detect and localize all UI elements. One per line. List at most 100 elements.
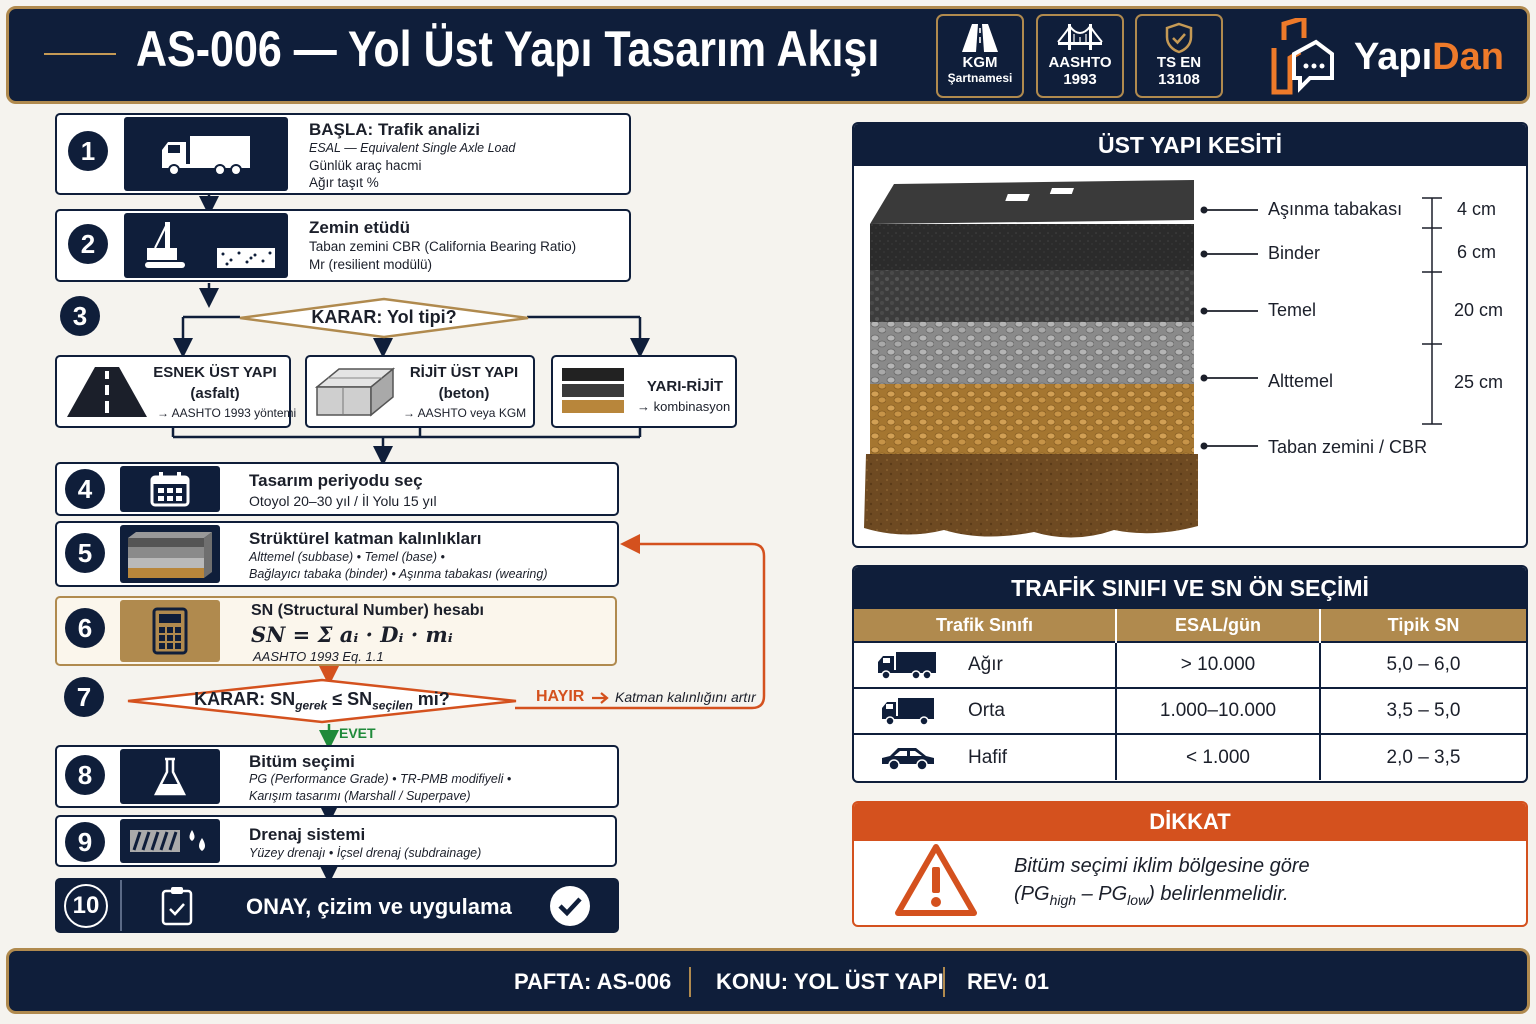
aashto-badge-line1: AASHTO [1048,54,1112,71]
column-header: ESAL/gün [1116,609,1321,642]
table-row: Hafif < 1.000 2,0 – 3,5 [854,733,1526,780]
step-3-number: 3 [60,296,100,336]
brand-logo: YapıDan [1268,18,1518,96]
brand-name-part2: Dan [1432,36,1504,78]
calculator-icon-box [120,600,220,662]
step-4-line-1: Otoyol 20–30 yıl / İl Yolu 15 yıl [249,493,437,509]
step-7-decision-text: KARAR: SNgerek ≤ SNseçilen mi? [126,689,518,713]
table-row: Orta 1.000–10.000 3,5 – 5,0 [854,687,1526,734]
step-1-line-1: ESAL — Equivalent Single Axle Load [309,141,516,155]
step-6-number: 6 [65,608,105,648]
layer-label-subbase: Alttemel [1268,371,1334,391]
check-circle-icon [550,886,590,926]
flask-icon [153,757,187,795]
step-5-number: 5 [65,533,105,573]
calendar-icon-box [120,466,220,512]
footer-separator [689,967,691,997]
footer-topic: KONU: YOL ÜST YAPI [716,969,944,994]
traffic-class-cell: Ağır [854,641,1117,688]
step-5-title: Strüktürel katman kalınlıkları [249,529,482,548]
traffic-class-cell: Hafif [854,733,1117,780]
truck-icon [162,136,250,176]
table-header-row: Trafik Sınıfı ESAL/gün Tipik SN [854,609,1526,642]
step-9-title: Drenaj sistemi [249,825,366,844]
traffic-class-label: Orta [968,700,1005,721]
truck-icon-box [124,117,288,191]
kgm-badge-line1: KGM [962,54,998,71]
section-panel-title: ÜST YAPI KESİTİ [854,124,1526,166]
kgm-badge: KGM Şartnamesi [936,14,1024,98]
drainage-icon-box [120,819,220,863]
flow-connectors [171,195,766,884]
drain-grate-icon [130,830,205,852]
step-7-number: 7 [64,677,104,717]
yes-label: EVET [339,725,376,741]
layered-pavement-icon [562,368,624,413]
layer-label-wearing: Aşınma tabakası [1268,199,1403,219]
drilling-rig-icon-box [124,213,288,278]
layer-label-subgrade: Taban zemini / CBR [1268,437,1428,457]
flexible-title-2: (asfalt) [190,385,240,402]
shield-check-icon [1165,22,1193,54]
calculator-icon [152,607,188,655]
car-icon [882,747,934,771]
step-10-approval [55,878,619,933]
sn-formula: SN = Σ aᵢ · Dᵢ · mᵢ [251,622,453,647]
esal-cell: < 1.000 [1116,733,1321,780]
traffic-class-table: Trafik Sınıfı ESAL/gün Tipik SN Ağır > 1… [854,609,1526,780]
semi-rigid-method: → kombinasyon [637,399,731,414]
esal-cell: > 10.000 [1116,641,1321,688]
table-row: Ağır > 10.000 5,0 – 6,0 [854,641,1526,688]
step-2-number: 2 [68,224,108,264]
step-8-line-1: PG (Performance Grade) • TR-PMB modifiye… [249,772,512,786]
thickness-base: 20 cm [1454,300,1504,320]
thickness-wearing: 4 cm [1457,199,1497,219]
road-icon [962,24,998,52]
decision-road-type-diamond [239,297,529,339]
warning-line-2: (PGhigh – PGlow) belirlenmelidir. [1014,883,1289,908]
pavement-cross-section-illustration [864,180,1442,538]
heavy-truck-icon [878,652,936,680]
clipboard-check-icon [161,887,193,926]
warning-line-1: Bitüm seçimi iklim bölgesine göre [1014,855,1310,877]
bridge-icon [1057,24,1103,50]
step-2-title: Zemin etüdü [309,218,411,237]
rigid-method: → AASHTO veya KGM [403,406,527,420]
no-label: HAYIR [536,688,585,705]
step-1-number: 1 [68,131,108,171]
step-3-title: KARAR: Yol tipi? [311,307,457,327]
step-9-line-1: Yüzey drenajı • İçsel drenaj (subdrainag… [249,846,482,860]
column-header: Trafik Sınıfı [854,609,1117,642]
warning-line-2-post: ) belirlenmelidir. [1148,883,1289,905]
warning-sub-low: low [1127,892,1149,908]
step-5-line-2: Bağlayıcı tabaka (binder) • Aşınma tabak… [249,567,548,581]
asphalt-road-icon [67,367,147,417]
calendar-icon [150,472,190,507]
sn-cell: 5,0 – 6,0 [1320,641,1526,688]
flask-icon-box [120,749,220,804]
tsen-badge-line2: 13108 [1158,71,1200,88]
step-4-title: Tasarım periyodu seç [249,471,423,490]
step-6-title: SN (Structural Number) hesabı [251,602,484,619]
sn-cell: 3,5 – 5,0 [1320,687,1526,734]
step-2-line-2: Mr (resilient modülü) [309,257,433,272]
step-7-text-2: ≤ SN [327,689,373,709]
step-1-line-3: Ağır taşıt % [309,175,379,190]
warning-line-2-mid: – PG [1076,883,1128,905]
traffic-class-cell: Orta [854,687,1117,734]
thickness-binder: 6 cm [1457,242,1497,262]
traffic-class-label: Ağır [968,654,1003,675]
page-title: AS-006 — Yol Üst Yapı Tasarım Akışı [136,21,880,77]
footer-bar: PAFTA: AS-006 KONU: YOL ÜST YAPI REV: 01 [6,948,1530,1014]
concrete-slab-icon [315,367,395,417]
footer-sheet: PAFTA: AS-006 [514,969,672,994]
traffic-panel-title: TRAFİK SINIFI VE SN ÖN SEÇİMİ [854,567,1526,609]
warning-panel: DİKKAT Bitüm seçimi iklim bölgesine göre… [852,801,1528,927]
tsen-badge-line1: TS EN [1156,54,1202,71]
drilling-rig-icon [145,221,275,268]
header-decor-line [44,53,116,55]
warning-triangle-icon [895,844,977,916]
footer-separator [943,967,945,997]
thickness-subbase: 25 cm [1454,372,1504,392]
step-8-line-2: Karışım tasarımı (Marshall / Superpave) [249,789,471,803]
